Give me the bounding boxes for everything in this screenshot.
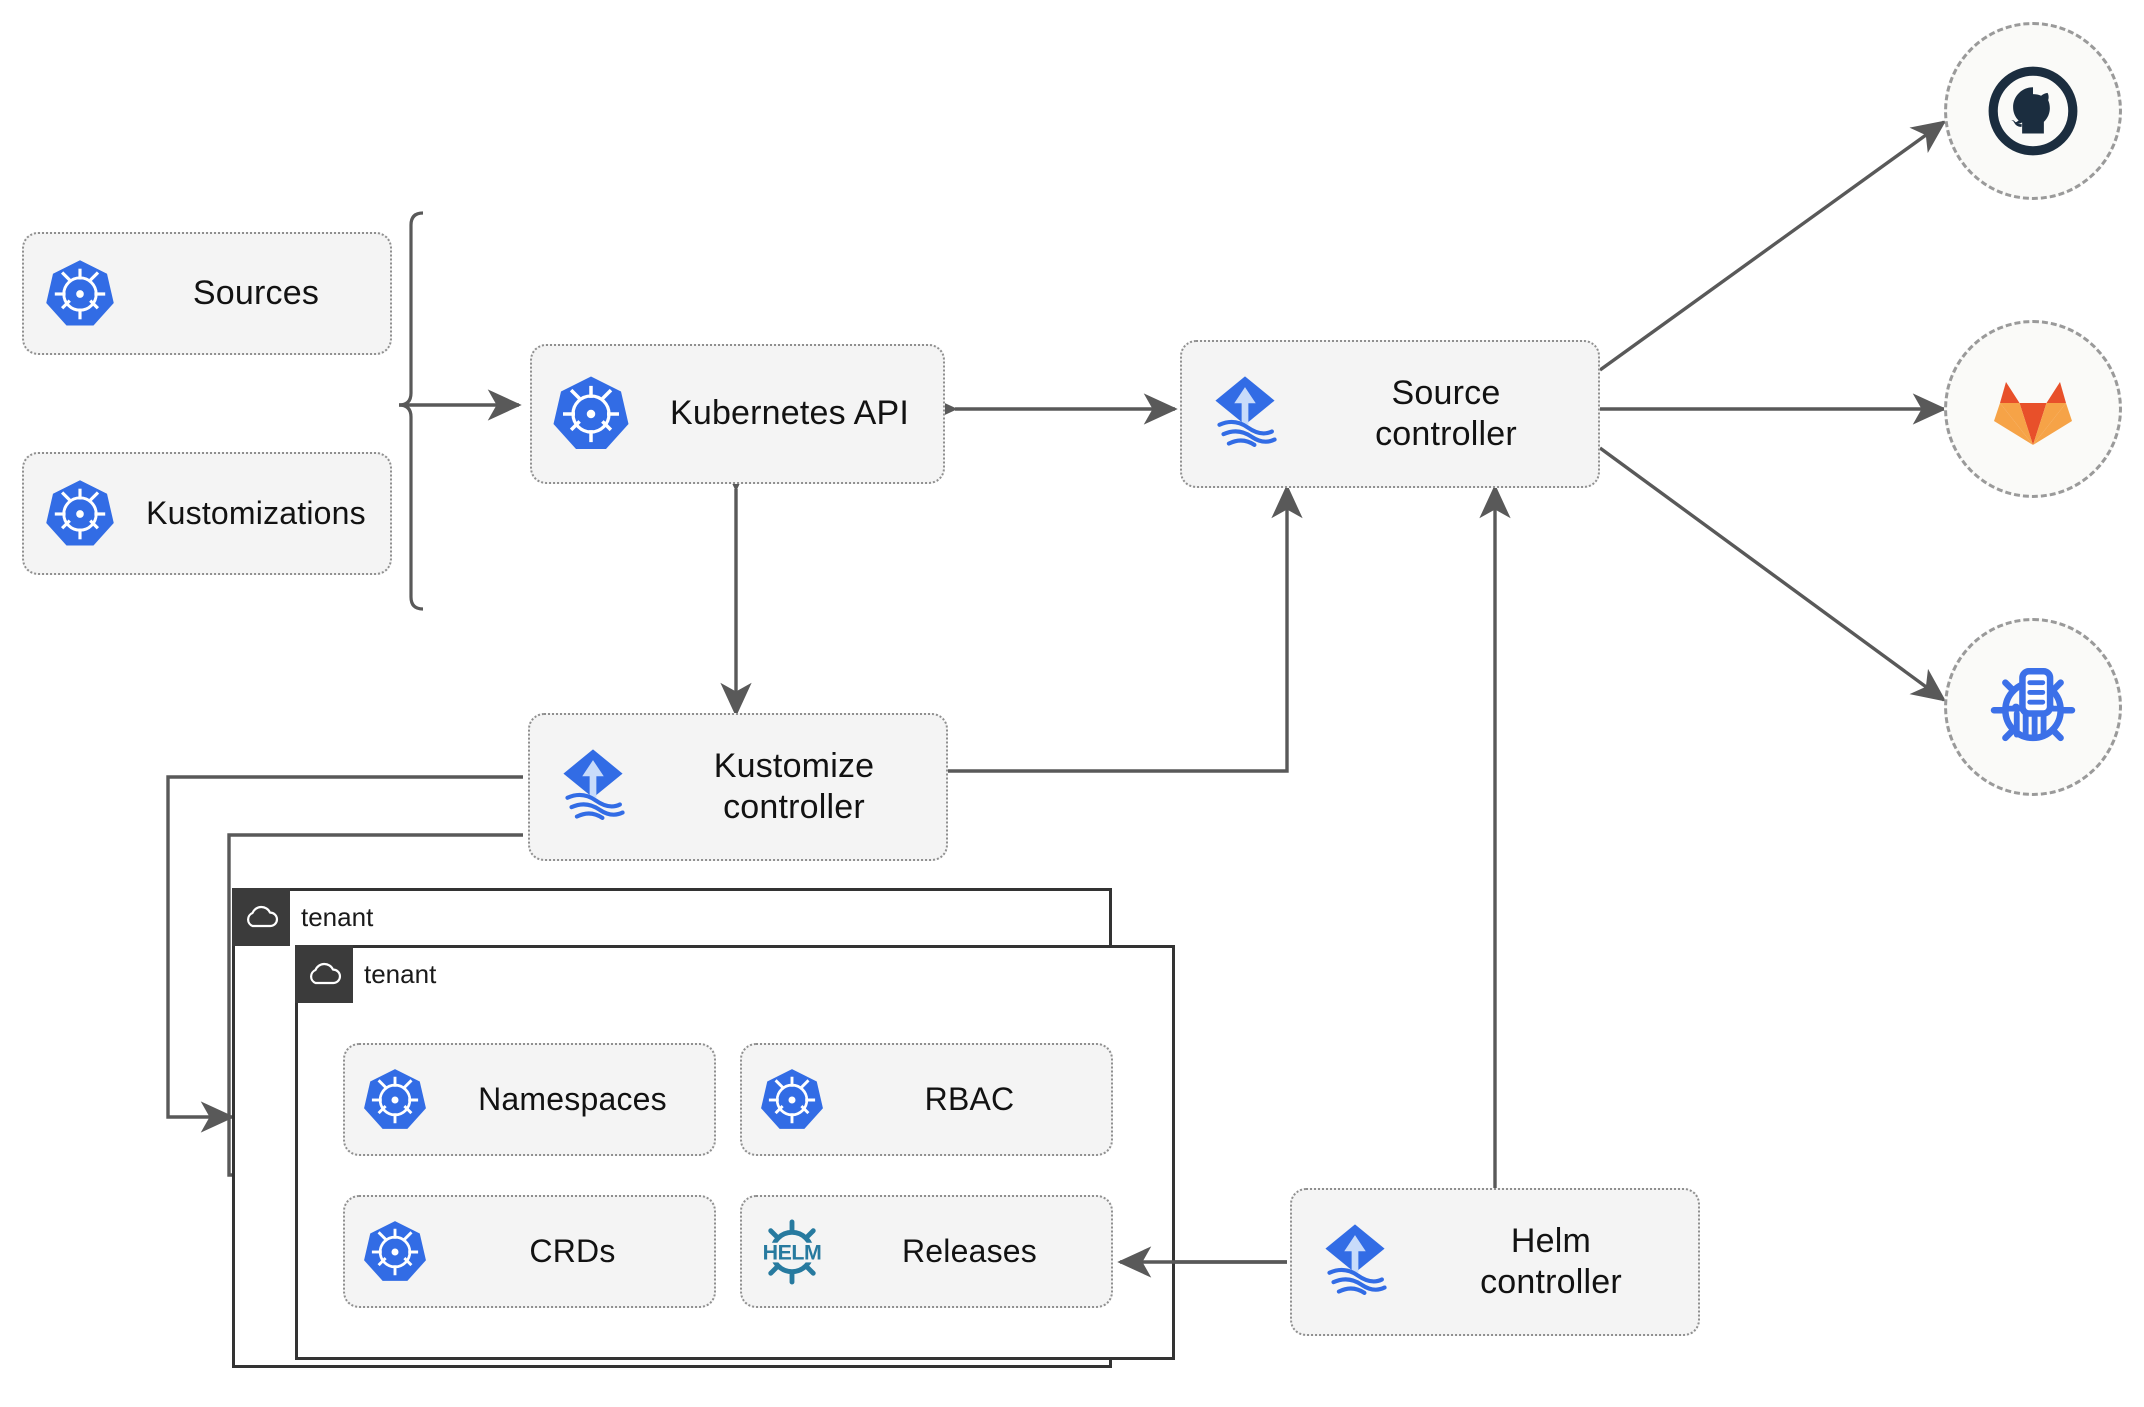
kubernetes-icon <box>532 374 650 454</box>
flux-icon <box>1182 371 1308 457</box>
kubernetes-icon <box>24 478 136 550</box>
flux-icon <box>530 744 656 830</box>
node-namespaces[interactable]: Namespaces <box>343 1043 716 1156</box>
tenant-label: tenant <box>301 901 374 932</box>
repo-github[interactable] <box>1944 22 2122 200</box>
tenant-label: tenant <box>364 958 437 989</box>
kubernetes-icon <box>345 1067 445 1133</box>
node-label: Source controller <box>1375 373 1517 453</box>
node-label: Namespaces <box>478 1080 667 1117</box>
node-label: RBAC <box>924 1080 1015 1117</box>
node-label: Helm controller <box>1480 1221 1622 1301</box>
node-sources[interactable]: Sources <box>22 232 392 355</box>
node-label: Sources <box>192 273 320 312</box>
gitlab-icon <box>1994 382 2072 445</box>
svg-text:HELM: HELM <box>763 1240 822 1264</box>
kubernetes-icon <box>742 1067 842 1133</box>
node-label: Releases <box>901 1232 1037 1269</box>
node-kubernetes-api[interactable]: Kubernetes API <box>530 344 945 484</box>
cloud-icon <box>295 945 353 1003</box>
repo-gitlab[interactable] <box>1944 320 2122 498</box>
node-crds[interactable]: CRDs <box>343 1195 716 1308</box>
node-kustomizations[interactable]: Kustomizations <box>22 452 392 575</box>
node-source-controller[interactable]: Source controller <box>1180 340 1600 488</box>
helm-icon: HELM <box>742 1215 842 1289</box>
flux-icon <box>1292 1219 1418 1305</box>
node-label: Kubernetes API <box>669 394 910 433</box>
cloud-icon <box>232 888 290 946</box>
helm-repository-icon <box>1990 668 2076 742</box>
kubernetes-icon <box>24 258 136 330</box>
kubernetes-icon <box>345 1219 445 1285</box>
node-label: CRDs <box>529 1232 616 1269</box>
node-label: Kustomizations <box>146 494 366 531</box>
node-rbac[interactable]: RBAC <box>740 1043 1113 1156</box>
node-releases[interactable]: HELM Releases <box>740 1195 1113 1308</box>
github-icon <box>1988 66 2078 156</box>
repo-chartmuseum[interactable] <box>1944 618 2122 796</box>
node-label: Kustomize controller <box>713 746 875 826</box>
node-kustomize-controller[interactable]: Kustomize controller <box>528 713 948 861</box>
node-helm-controller[interactable]: Helm controller <box>1290 1188 1700 1336</box>
